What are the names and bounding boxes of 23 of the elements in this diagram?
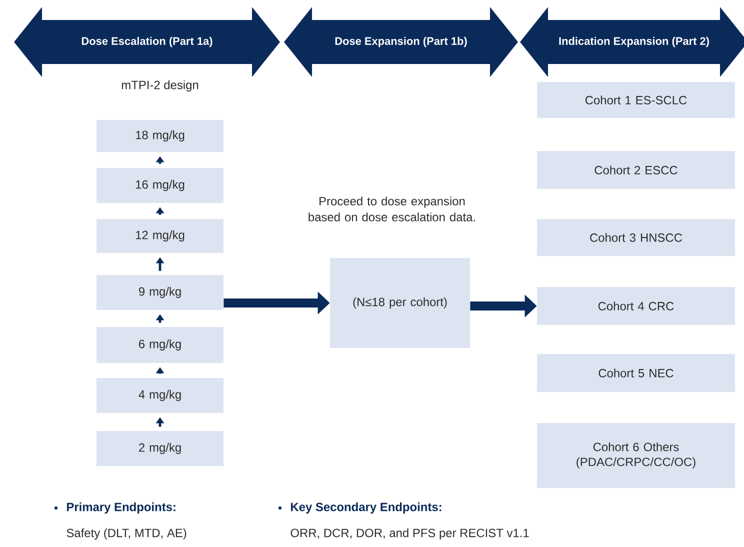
phase-banner: Dose Escalation (Part 1a) — [14, 7, 280, 77]
cohort-box: Cohort 1 ES-SCLC — [537, 82, 735, 118]
cohort-box: Cohort 3 HNSCC — [537, 219, 735, 256]
dose-box: 18 mg/kg — [96, 120, 224, 152]
cohort-box: Cohort 6 Others (PDAC/CRPC/CC/OC) — [537, 423, 735, 488]
design-label: mTPI-2 design — [122, 80, 198, 92]
endpoint-heading: Key Secondary Endpoints: — [291, 502, 442, 514]
phase-banner: Indication Expansion (Part 2) — [520, 7, 744, 77]
dose-box: 12 mg/kg — [96, 219, 224, 253]
endpoint-text: Safety (DLT, MTD, AE) — [66, 528, 186, 540]
expansion-box: (N≤18 per cohort) — [330, 258, 470, 348]
dose-box: 16 mg/kg — [96, 168, 224, 203]
phase-banner: Dose Expansion (Part 1b) — [284, 7, 518, 77]
dose-box: 9 mg/kg — [96, 275, 224, 310]
endpoint-heading: Primary Endpoints: — [67, 502, 176, 514]
note-text: Proceed to dose expansion based on dose escalation data. — [308, 196, 475, 222]
dose-box: 4 mg/kg — [96, 378, 224, 413]
cohort-box: Cohort 2 ESCC — [537, 151, 735, 189]
cohort-box: Cohort 5 NEC — [537, 354, 735, 392]
dose-box: 6 mg/kg — [96, 327, 224, 363]
endpoint-text: ORR, DCR, DOR, and PFS per RECIST v1.1 — [290, 528, 529, 540]
dose-box: 2 mg/kg — [96, 431, 224, 466]
cohort-box: Cohort 4 CRC — [537, 287, 735, 325]
